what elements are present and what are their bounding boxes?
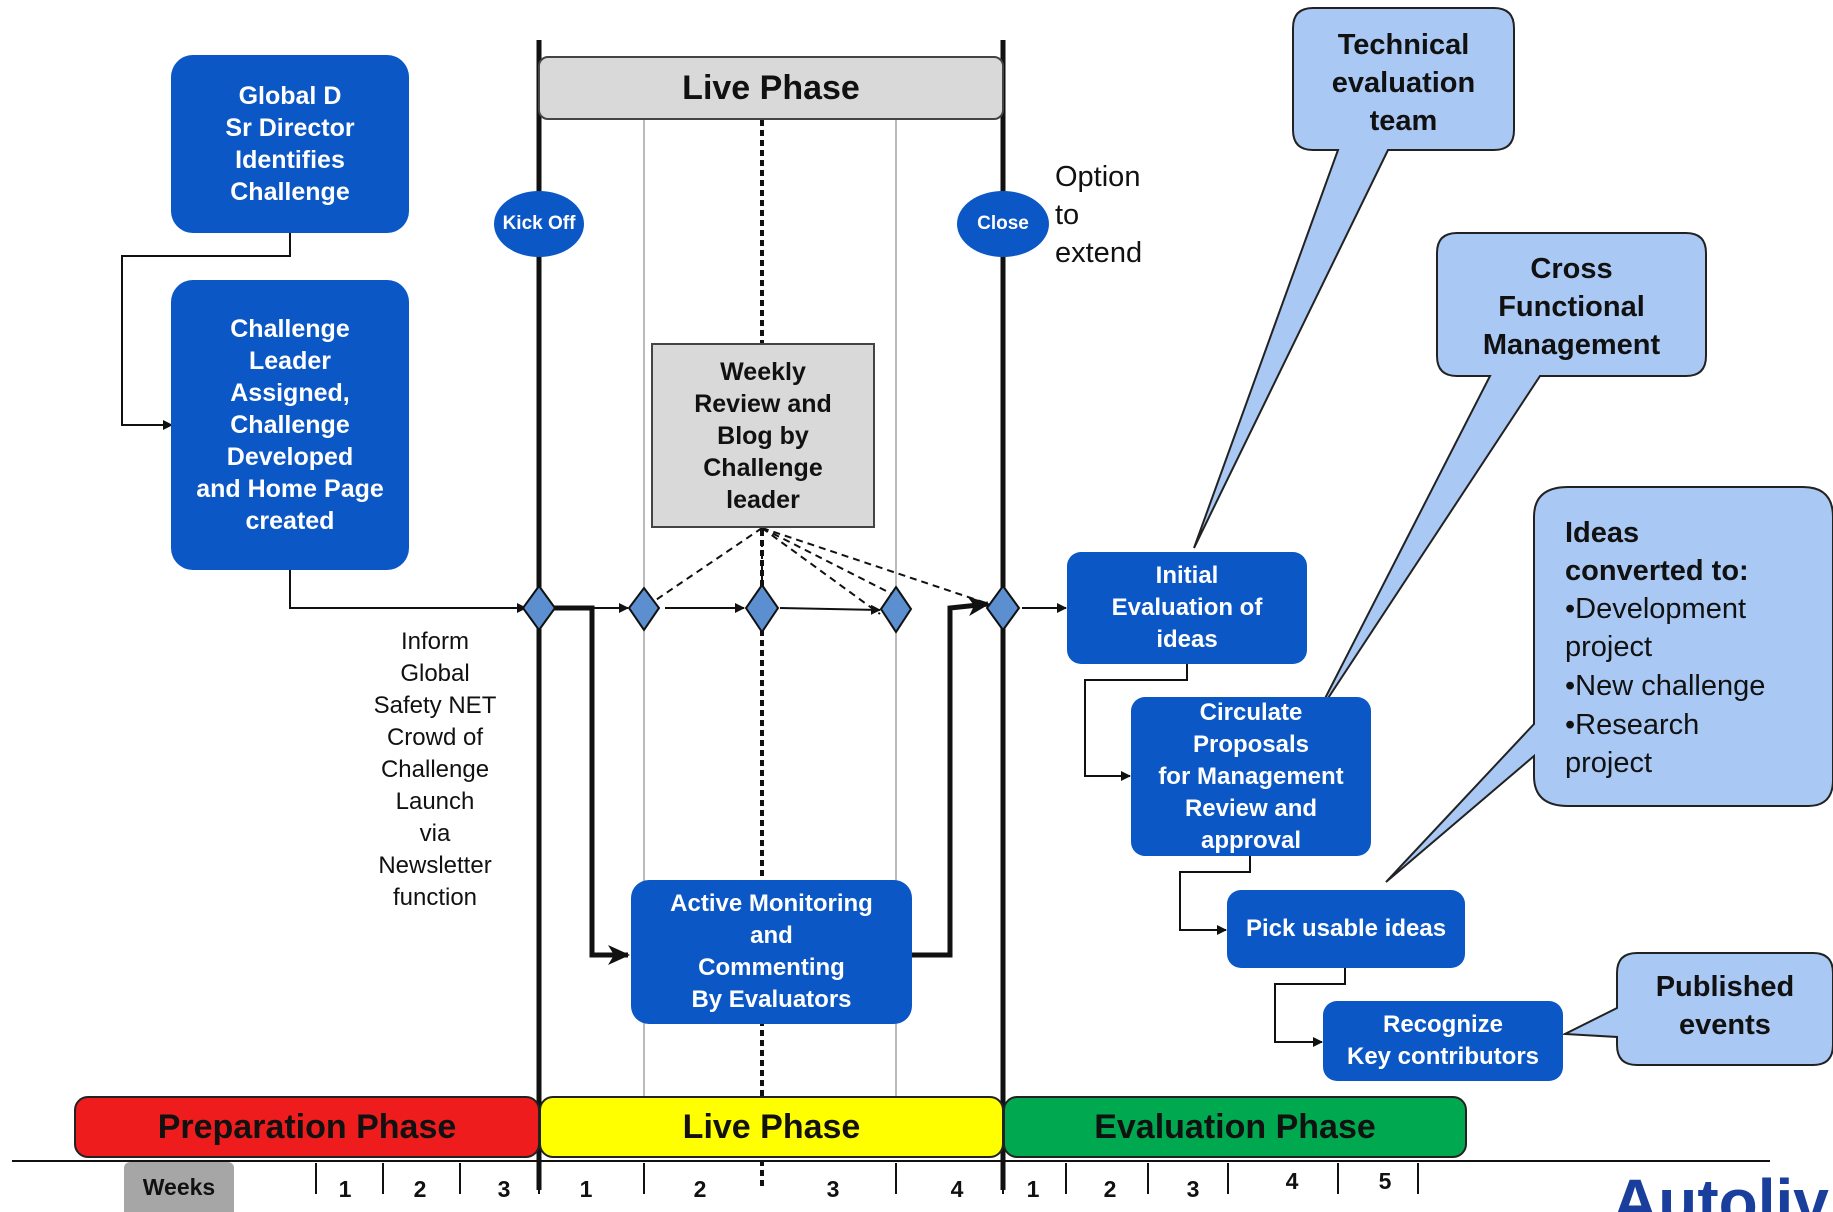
inform-crowd-text: Inform Global Safety NET Crowd of Challe… bbox=[373, 628, 497, 911]
pick-usable-ideas-box: Pick usable ideas bbox=[1227, 890, 1465, 968]
milestone-diamond-kickoff bbox=[521, 584, 557, 632]
week-number: 3 bbox=[826, 1176, 840, 1202]
week-number: 2 bbox=[413, 1176, 427, 1202]
weeks-label-box: Weeks bbox=[124, 1162, 234, 1212]
ideas-item-new-challenge: •New challenge bbox=[1565, 670, 1766, 702]
phase-bar-preparation: Preparation Phase bbox=[74, 1096, 540, 1158]
published-events-text: Published events bbox=[1655, 971, 1795, 1041]
week-number: 2 bbox=[693, 1176, 707, 1202]
ideas-item-research: •Research project bbox=[1565, 709, 1700, 779]
callout-published-events bbox=[1561, 952, 1833, 1066]
callout-cross-functional bbox=[1314, 232, 1707, 719]
active-monitoring-text: Active Monitoring and Commenting By Eval… bbox=[670, 890, 873, 1013]
global-director-text: Global D Sr Director Identifies Challeng… bbox=[225, 82, 355, 206]
weekly-review-box: Weekly Review and Blog by Challenge lead… bbox=[651, 343, 875, 528]
connector-active-monitoring-to-close bbox=[910, 596, 990, 958]
connector-circulate-to-pick bbox=[1179, 856, 1251, 935]
connector-pick-to-recognize bbox=[1274, 968, 1346, 1047]
close-oval: Close bbox=[957, 191, 1049, 257]
week-number: 2 bbox=[1103, 1176, 1117, 1202]
phase-label-evaluation: Evaluation Phase bbox=[1094, 1107, 1376, 1146]
connector-leader-to-kickoff bbox=[289, 570, 527, 613]
kick-off-label: Kick Off bbox=[502, 213, 576, 234]
phase-bar-evaluation: Evaluation Phase bbox=[1003, 1096, 1467, 1158]
timeline-segment bbox=[779, 604, 881, 615]
milestone-diamond-week3 bbox=[879, 585, 913, 634]
recognize-contributors-text: Recognize Key contributors bbox=[1346, 1011, 1540, 1070]
pick-usable-ideas-text: Pick usable ideas bbox=[1245, 915, 1447, 942]
cross-functional-text: Cross Functional Management bbox=[1482, 253, 1661, 361]
weekly-review-dashed-links bbox=[643, 527, 987, 615]
autoliv-logo-text: Autoliv bbox=[1612, 1166, 1829, 1212]
close-label: Close bbox=[977, 213, 1029, 234]
week-number: 1 bbox=[1026, 1176, 1040, 1202]
recognize-contributors-box: Recognize Key contributors bbox=[1323, 1001, 1563, 1081]
week-number: 1 bbox=[338, 1176, 352, 1202]
weekly-review-text: Weekly Review and Blog by Challenge lead… bbox=[694, 357, 832, 514]
week-number: 3 bbox=[1186, 1176, 1200, 1202]
week-axis-ticks bbox=[315, 1163, 1419, 1194]
connector-director-to-leader bbox=[121, 232, 291, 430]
week-number: 1 bbox=[579, 1176, 593, 1202]
autoliv-logo: Autoliv bbox=[1612, 1166, 1833, 1212]
ideas-converted-heading: Ideas converted to: bbox=[1565, 517, 1749, 587]
top-live-phase-header: Live Phase bbox=[538, 56, 1004, 120]
milestone-diamond-week2 bbox=[744, 583, 780, 634]
connector-to-active-monitoring bbox=[553, 605, 630, 965]
top-live-phase-label: Live Phase bbox=[682, 68, 860, 107]
week-number: 4 bbox=[950, 1176, 964, 1202]
challenge-leader-box: Challenge Leader Assigned, Challenge Dev… bbox=[171, 280, 409, 570]
circulate-proposals-box: Circulate Proposals for Management Revie… bbox=[1131, 697, 1371, 856]
ideas-item-development: •Development project bbox=[1565, 593, 1747, 663]
callout-technical-evaluation bbox=[1193, 7, 1515, 549]
technical-evaluation-text: Technical evaluation team bbox=[1331, 29, 1476, 137]
initial-evaluation-text: Initial Evaluation of ideas bbox=[1111, 562, 1263, 653]
weeks-label: Weeks bbox=[142, 1173, 216, 1200]
week-number: 3 bbox=[497, 1176, 511, 1202]
challenge-leader-text: Challenge Leader Assigned, Challenge Dev… bbox=[196, 315, 384, 535]
phase-label-live: Live Phase bbox=[682, 1107, 861, 1146]
phase-bar-live: Live Phase bbox=[539, 1096, 1004, 1158]
active-monitoring-box: Active Monitoring and Commenting By Eval… bbox=[631, 880, 912, 1024]
milestone-diamond-close bbox=[985, 584, 1021, 632]
global-director-box: Global D Sr Director Identifies Challeng… bbox=[171, 55, 409, 233]
kick-off-oval: Kick Off bbox=[494, 191, 584, 257]
initial-evaluation-box: Initial Evaluation of ideas bbox=[1067, 552, 1307, 664]
connector-initial-to-circulate bbox=[1084, 664, 1188, 781]
circulate-proposals-text: Circulate Proposals for Management Revie… bbox=[1158, 698, 1344, 854]
week-number: 4 bbox=[1285, 1168, 1299, 1194]
option-to-extend-text: Option to extend bbox=[1055, 161, 1143, 269]
week-number: 5 bbox=[1378, 1168, 1392, 1194]
milestone-diamond-week1 bbox=[627, 586, 661, 632]
phase-label-preparation: Preparation Phase bbox=[157, 1107, 457, 1146]
callout-ideas-converted bbox=[1385, 486, 1833, 883]
